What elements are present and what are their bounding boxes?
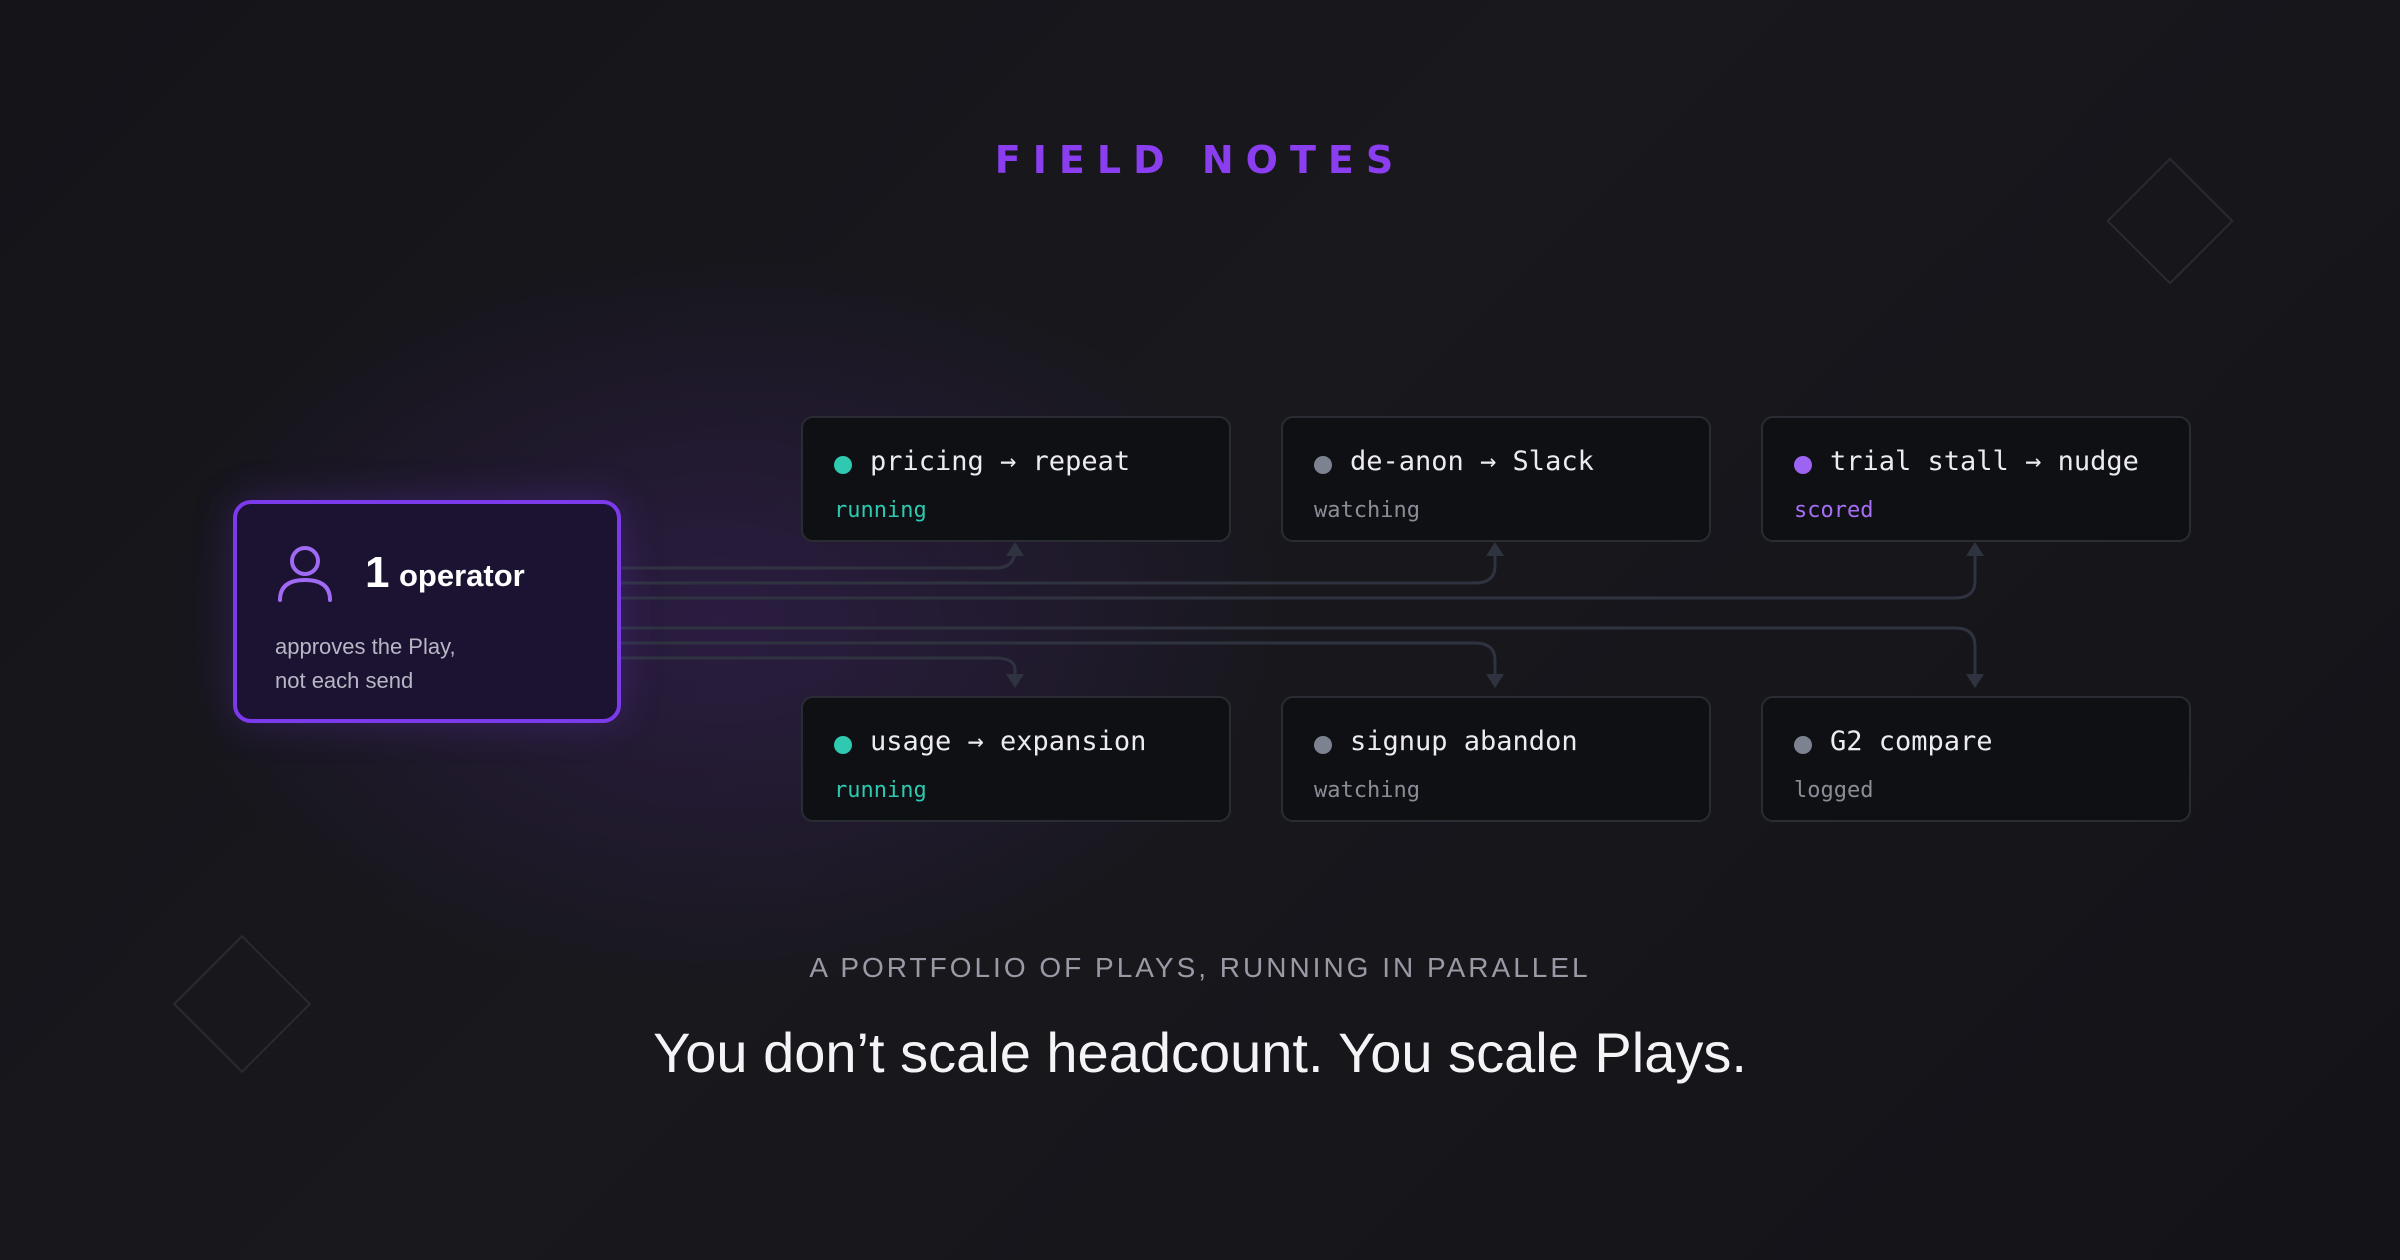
play-card-trial-stall-nudge: trial stall → nudge scored: [1761, 416, 2191, 542]
connector-to-signup-abandon: [621, 641, 1497, 676]
connector-to-de-anon-slack: [621, 544, 1497, 585]
play-status: running: [834, 498, 927, 523]
subheading: A PORTFOLIO OF PLAYS, RUNNING IN PARALLE…: [809, 952, 1591, 983]
play-name: usage → expansion: [870, 726, 1147, 757]
status-dot: [1314, 736, 1332, 754]
section-eyebrow: FIELD NOTES: [994, 138, 1406, 182]
status-dot: [834, 736, 852, 754]
operator-description-line-1: approves the Play,: [275, 634, 456, 659]
play-status: running: [834, 778, 927, 803]
operator-role: operator: [399, 558, 525, 593]
headline: You don’t scale headcount. You scale Pla…: [653, 1021, 1747, 1084]
status-dot: [1794, 456, 1812, 474]
operator-count: 1: [365, 548, 390, 597]
arrow-up-pricing-repeat: [1006, 542, 1024, 556]
arrow-up-trial-stall-nudge: [1966, 542, 1984, 556]
arrow-down-usage-expansion: [1006, 674, 1024, 688]
arrow-down-g2-compare: [1966, 674, 1984, 688]
connector-to-g2-compare: [621, 626, 1977, 676]
status-dot: [834, 456, 852, 474]
connector-to-trial-stall-nudge: [621, 544, 1977, 600]
operator-description-line-2: not each send: [275, 668, 414, 693]
arrow-up-de-anon-slack: [1486, 542, 1504, 556]
operator-description: approves the Play, not each send: [275, 630, 605, 698]
play-status: logged: [1794, 778, 1874, 803]
arrow-down-signup-abandon: [1486, 674, 1504, 688]
play-card-pricing-repeat: pricing → repeat running: [801, 416, 1231, 542]
operator-card: 1 operator approves the Play, not each s…: [233, 500, 621, 723]
play-name: pricing → repeat: [870, 446, 1131, 477]
play-card-g2-compare: G2 compare logged: [1761, 696, 2191, 822]
play-status: watching: [1314, 498, 1420, 523]
play-card-de-anon-slack: de-anon → Slack watching: [1281, 416, 1711, 542]
person-icon: [278, 546, 332, 602]
play-status: watching: [1314, 778, 1420, 803]
status-dot: [1794, 736, 1812, 754]
play-card-usage-expansion: usage → expansion running: [801, 696, 1231, 822]
play-name: G2 compare: [1830, 726, 1993, 757]
play-card-signup-abandon: signup abandon watching: [1281, 696, 1711, 822]
play-name: de-anon → Slack: [1350, 446, 1594, 477]
connector-to-usage-expansion: [621, 656, 1017, 676]
connector-to-pricing-repeat: [621, 544, 1017, 570]
play-name: signup abandon: [1350, 726, 1578, 757]
play-status: scored: [1794, 498, 1874, 523]
play-name: trial stall → nudge: [1830, 446, 2139, 477]
status-dot: [1314, 456, 1332, 474]
